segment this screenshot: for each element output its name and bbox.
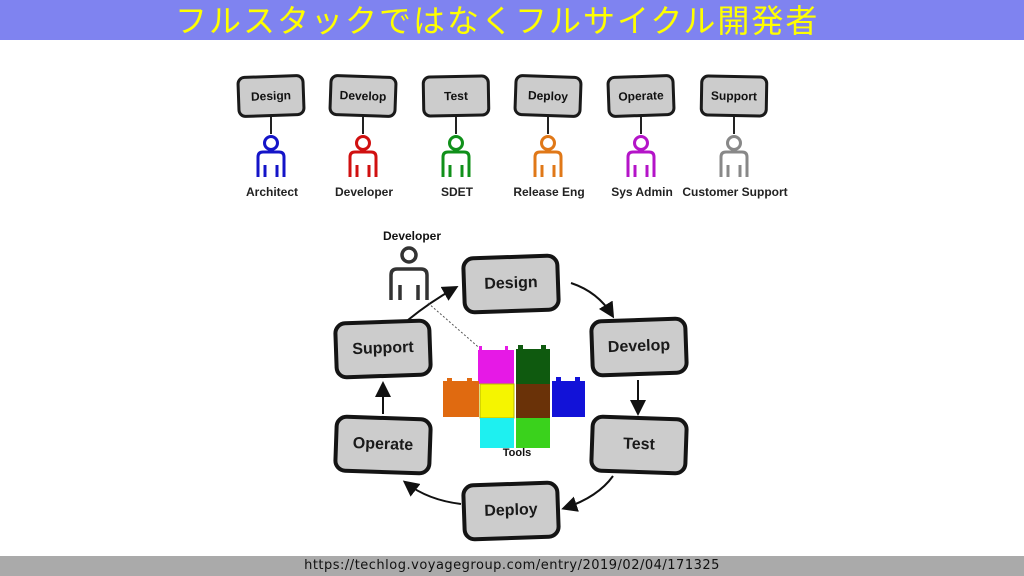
block-orange — [443, 378, 479, 417]
role-stage-support: Support — [699, 74, 769, 118]
release-eng-person-icon — [533, 135, 563, 177]
tool-blocks — [443, 345, 585, 448]
developer-person-icon — [348, 135, 378, 177]
arrow-design-to-develop — [570, 282, 615, 319]
block-brown — [516, 384, 550, 418]
role-connector — [270, 117, 272, 134]
sdet-person-icon — [441, 135, 471, 177]
developer-person-icon — [389, 246, 429, 300]
cycle-stage-deploy: Deploy — [461, 480, 561, 542]
role-connector — [362, 117, 364, 134]
cycle-stage-operate: Operate — [333, 414, 433, 476]
footer-bar: https://techlog.voyagegroup.com/entry/20… — [0, 556, 1024, 576]
role-stage-test: Test — [421, 74, 491, 118]
cycle-stage-develop: Develop — [589, 316, 689, 378]
role-stage-design: Design — [236, 73, 306, 119]
sys-admin-person-icon — [626, 135, 656, 177]
cycle-stage-test: Test — [589, 414, 689, 476]
role-connector — [455, 117, 457, 134]
role-name-release-eng: Release Eng — [513, 185, 585, 199]
arrow-support-to-design — [407, 286, 459, 321]
customer-support-person-icon — [719, 135, 749, 177]
page-title: フルスタックではなくフルサイクル開発者 — [175, 2, 820, 40]
source-url: https://techlog.voyagegroup.com/entry/20… — [304, 558, 720, 573]
title-bar: フルスタックではなくフルサイクル開発者 — [0, 0, 1024, 40]
block-dark-green — [516, 345, 550, 385]
block-blue — [552, 377, 585, 417]
role-stage-develop: Develop — [328, 73, 398, 119]
role-name-developer: Developer — [334, 185, 394, 199]
role-name-sys-admin: Sys Admin — [611, 185, 673, 199]
role-name-architect: Architect — [245, 185, 298, 199]
role-connector — [640, 117, 642, 134]
arrow-deploy-to-operate — [402, 480, 462, 505]
role-stage-deploy: Deploy — [513, 73, 583, 119]
block-cyan — [480, 418, 514, 448]
role-connector — [733, 117, 735, 134]
block-magenta — [478, 346, 514, 384]
role-name-sdet: SDET — [440, 185, 473, 199]
block-yellow — [479, 383, 515, 419]
cycle-stage-support: Support — [333, 318, 433, 380]
cycle-stage-design: Design — [461, 253, 561, 315]
arrow-test-to-deploy — [561, 475, 614, 512]
role-connector — [547, 117, 549, 134]
block-green — [516, 418, 550, 448]
role-stage-operate: Operate — [606, 73, 676, 119]
architect-person-icon — [256, 135, 286, 177]
developer-label: Developer — [382, 229, 442, 243]
tools-label: Tools — [502, 447, 532, 459]
role-name-customer-support: Customer Support — [682, 185, 788, 199]
